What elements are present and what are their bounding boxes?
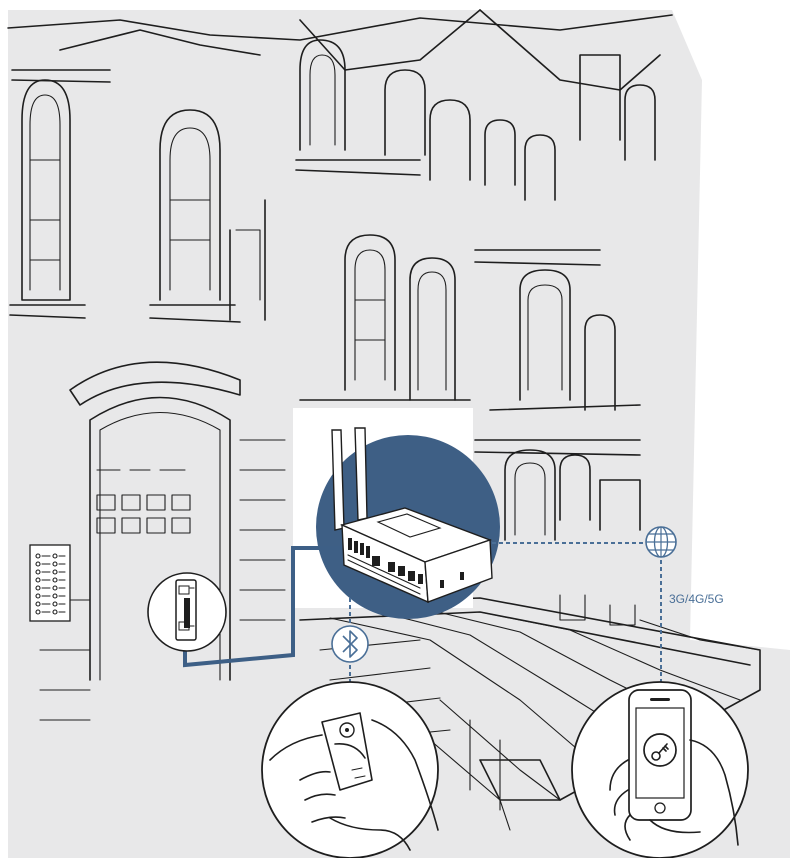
door-reader-callout <box>148 573 226 651</box>
keyfob-hand-callout <box>262 682 438 858</box>
cellular-network-label: 3G/4G/5G <box>669 592 724 606</box>
globe-icon <box>646 527 676 557</box>
intercom-panel <box>30 545 70 621</box>
key-icon <box>644 734 676 766</box>
bluetooth-icon <box>332 626 368 662</box>
smartphone-hand-callout <box>572 682 748 858</box>
